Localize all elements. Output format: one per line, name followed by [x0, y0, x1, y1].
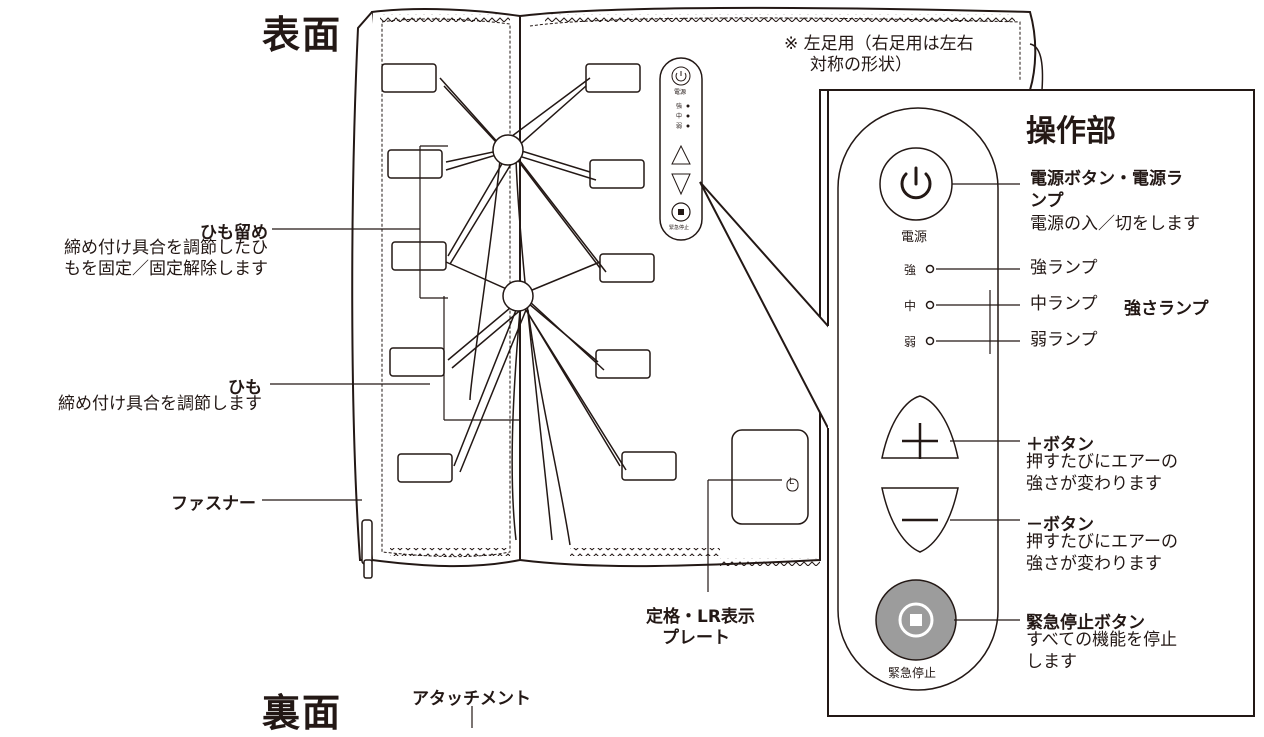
lamp-weak-mark: 弱: [904, 335, 917, 349]
zipper-pull: [361, 519, 373, 579]
tabs-right: [585, 63, 677, 481]
seam-bottom-left: [390, 548, 510, 556]
minus-desc-line1: 押すたびにエアーの: [1026, 532, 1178, 552]
power-button[interactable]: [879, 147, 953, 221]
lace-desc: 締め付け具合を調節します: [58, 394, 262, 414]
minus-desc-line2: 強さが変わります: [1026, 554, 1162, 574]
lr-plate-mark-frame: [786, 478, 799, 492]
tabs-left: [381, 63, 453, 483]
panel-title: 操作部: [1026, 114, 1116, 149]
lace-stopper-desc-line2: もを固定／固定解除します: [64, 259, 268, 279]
seam-bottom-right: [720, 558, 820, 566]
lace-label: ひも: [228, 378, 262, 398]
plate-label-line2: プレート: [662, 628, 730, 648]
minus-title: －ボタン: [1026, 515, 1094, 535]
lamp-strong-label: 強ランプ: [1030, 258, 1098, 278]
power-title-line1: 電源ボタン・電源ラ: [1030, 169, 1183, 189]
mini-strong-caption: 強: [676, 103, 683, 110]
front-heading: 表面: [262, 13, 343, 57]
fastener-label: ファスナー: [171, 494, 256, 514]
lamp-group-label: 強さランプ: [1124, 299, 1209, 319]
attachment-label: アタッチメント: [412, 689, 531, 709]
emergency-stop-button[interactable]: [875, 579, 957, 661]
seam-top-right: [545, 14, 1015, 22]
mini-power-caption: 電源: [674, 89, 687, 96]
plus-title: ＋ボタン: [1026, 435, 1094, 455]
mini-mid-caption: 中: [676, 113, 683, 120]
lace-stopper-desc-line1: 締め付け具合を調節したひ: [64, 238, 268, 258]
power-caption: 電源: [901, 230, 928, 245]
seam-bottom-mid: [570, 548, 720, 556]
power-title-line2: ンプ: [1030, 191, 1064, 211]
lamps: [925, 264, 935, 346]
lamp-weak-label: 弱ランプ: [1030, 330, 1098, 350]
power-desc: 電源の入／切をします: [1030, 214, 1200, 234]
left-foot-note-line2: 対称の形状）: [810, 55, 912, 75]
lr-plate: [731, 429, 809, 525]
leader-lines: [262, 145, 1020, 728]
lace-stopper-label: ひも留め: [200, 223, 268, 243]
cuff-left-body: [351, 8, 521, 568]
mini-control-unit: [659, 57, 703, 241]
plus-desc-line2: 強さが変わります: [1026, 474, 1162, 494]
lamp-strong-mark: 強: [904, 263, 917, 277]
stop-desc-line1: すべての機能を停止: [1026, 630, 1178, 650]
back-heading: 裏面: [262, 691, 343, 735]
seam-top-left: [380, 14, 510, 22]
lamp-mid-label: 中ランプ: [1030, 294, 1098, 314]
left-foot-note-line1: ※ 左足用（右足用は左右: [784, 34, 974, 54]
plate-mark: L: [789, 477, 795, 487]
stop-desc-line2: します: [1026, 652, 1077, 672]
stop-caption: 緊急停止: [888, 666, 937, 680]
lamp-mid-mark: 中: [904, 299, 917, 313]
mini-stop-caption: 緊急停止: [669, 225, 690, 231]
lace-stoppers: [492, 134, 534, 312]
mini-weak-caption: 弱: [676, 123, 683, 130]
stop-title: 緊急停止ボタン: [1026, 613, 1145, 633]
plus-desc-line1: 押すたびにエアーの: [1026, 452, 1178, 472]
plate-label-line1: 定格・LR表示: [646, 607, 755, 627]
